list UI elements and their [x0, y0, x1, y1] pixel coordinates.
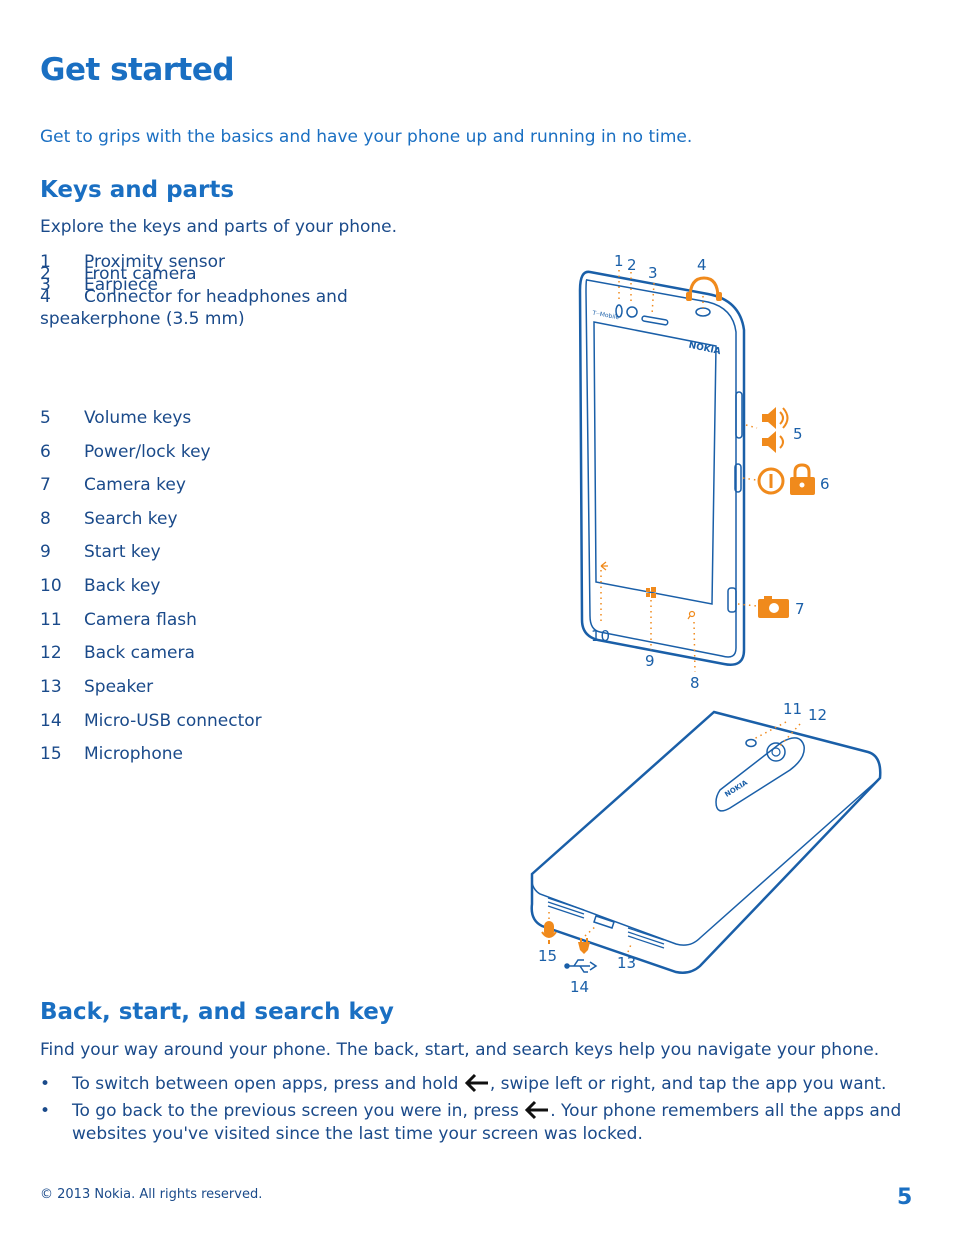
list-item: • To go back to the previous screen you …: [40, 1100, 902, 1144]
svg-text:12: 12: [808, 706, 827, 724]
svg-text:2: 2: [627, 256, 637, 274]
back-arrow-icon: [525, 1100, 549, 1120]
page-number: 5: [897, 1185, 913, 1210]
usb-icon: [564, 959, 598, 973]
nav-bullets: • To switch between open apps, press and…: [40, 1073, 930, 1150]
power-icon: [757, 467, 785, 495]
list-item: • To switch between open apps, press and…: [40, 1073, 887, 1094]
keys-description: Explore the keys and parts of your phone…: [40, 217, 398, 237]
keys-heading: Keys and parts: [40, 177, 235, 203]
page-intro: Get to grips with the basics and have yo…: [40, 127, 693, 147]
svg-text:9: 9: [645, 652, 655, 670]
back-callout-leaders: [548, 721, 801, 953]
svg-text:11: 11: [783, 700, 802, 718]
phone-back: NOKIA: [530, 710, 882, 974]
svg-text:1: 1: [614, 252, 624, 270]
front-callout-numbers: 1 2 3 4 5 6 7 8 9 10 11 12 13 14 15: [538, 252, 830, 996]
camera-icon: [758, 596, 789, 618]
charger-plug-icon: [578, 938, 590, 954]
svg-text:15: 15: [538, 947, 557, 965]
svg-text:5: 5: [793, 425, 803, 443]
svg-text:10: 10: [591, 627, 610, 645]
volume-down-icon: [762, 431, 784, 453]
front-callout-leaders: [600, 270, 758, 673]
microphone-icon: [541, 921, 557, 944]
headphones-icon: [686, 276, 722, 301]
svg-text:3: 3: [648, 264, 658, 282]
svg-text:13: 13: [617, 954, 636, 972]
svg-text:14: 14: [570, 978, 589, 996]
svg-text:T··Mobile: T··Mobile: [591, 310, 620, 322]
windows-start-icon: [646, 587, 656, 598]
phone-diagram: T··Mobile NOKIA: [530, 252, 882, 996]
svg-text:8: 8: [690, 674, 700, 692]
lock-icon: [790, 463, 815, 495]
nav-heading: Back, start, and search key: [40, 999, 394, 1025]
nav-description: Find your way around your phone. The bac…: [40, 1040, 880, 1060]
phone-front: T··Mobile NOKIA: [578, 270, 746, 666]
volume-up-icon: [762, 407, 789, 429]
svg-text:6: 6: [820, 475, 830, 493]
svg-text:4: 4: [697, 256, 707, 274]
svg-text:7: 7: [795, 600, 805, 618]
page-title: Get started: [40, 52, 235, 88]
copyright-text: © 2013 Nokia. All rights reserved.: [40, 1187, 263, 1202]
back-arrow-icon: [464, 1073, 488, 1093]
